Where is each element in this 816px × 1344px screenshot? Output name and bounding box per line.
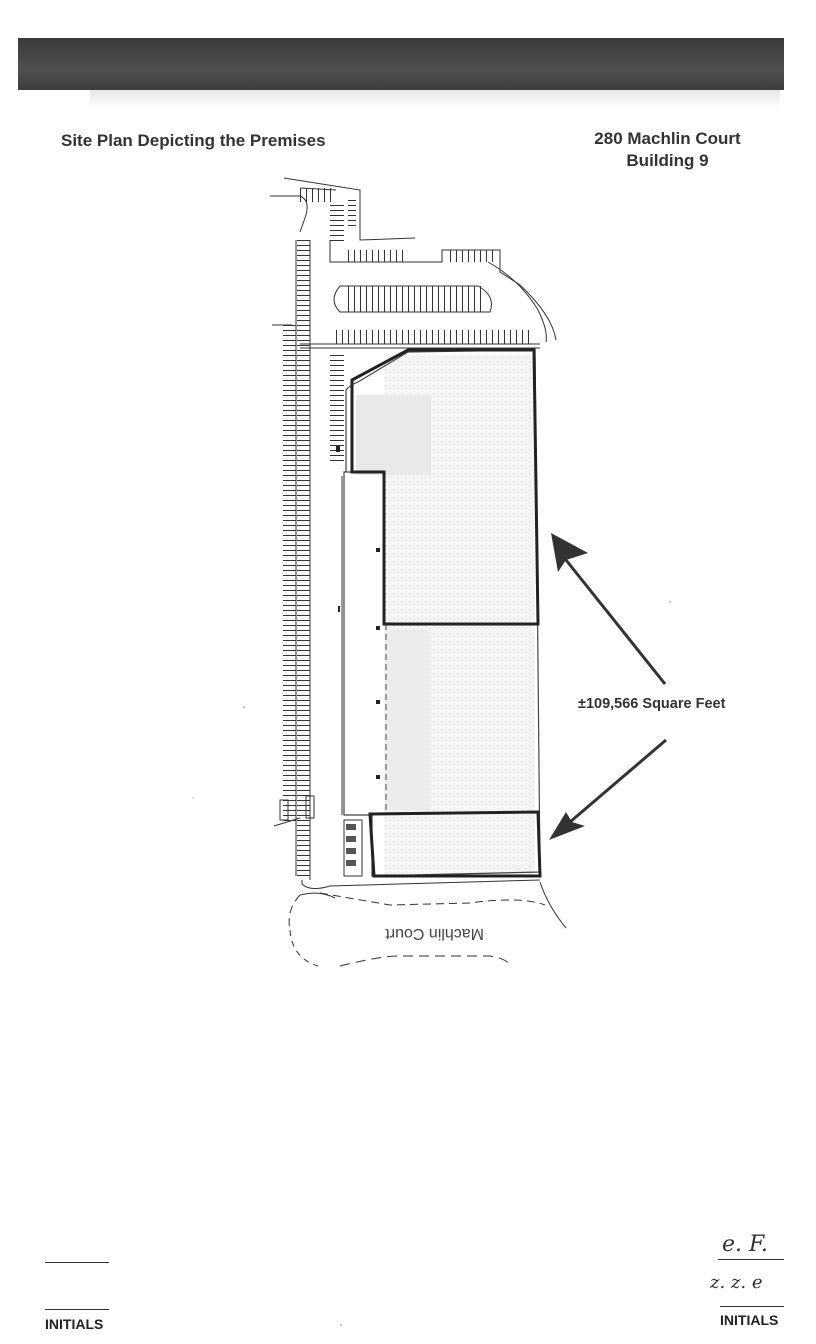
building-footprint — [336, 348, 542, 878]
west-parking-strip — [272, 240, 541, 890]
north-parking — [270, 177, 557, 349]
property-address: 280 Machlin Court Building 9 — [560, 128, 775, 172]
page-title: Site Plan Depicting the Premises — [61, 131, 326, 150]
left-initials-underline — [45, 1309, 109, 1310]
right-initials-underline — [720, 1306, 784, 1307]
premises-south — [368, 810, 542, 878]
signature-initials-1: e. F. — [722, 1232, 768, 1257]
premises-area-label: ±109,566 Square Feet — [578, 696, 726, 712]
address-street: 280 Machlin Court — [594, 129, 741, 148]
left-initials-blank-line — [45, 1262, 109, 1263]
right-initials-label: INITIALS — [720, 1312, 779, 1328]
right-initials-line-1 — [718, 1259, 784, 1260]
premises-arrows — [549, 533, 667, 840]
address-building: Building 9 — [626, 151, 709, 170]
signature-initials-2: z. z. e — [710, 1272, 763, 1293]
street-name-label: Machlin Court — [385, 925, 484, 942]
header-shadow — [90, 90, 780, 108]
left-initials-label: INITIALS — [45, 1316, 104, 1332]
header-bar — [18, 38, 784, 90]
machlin-court-road — [288, 881, 567, 967]
premises-north — [350, 348, 540, 626]
